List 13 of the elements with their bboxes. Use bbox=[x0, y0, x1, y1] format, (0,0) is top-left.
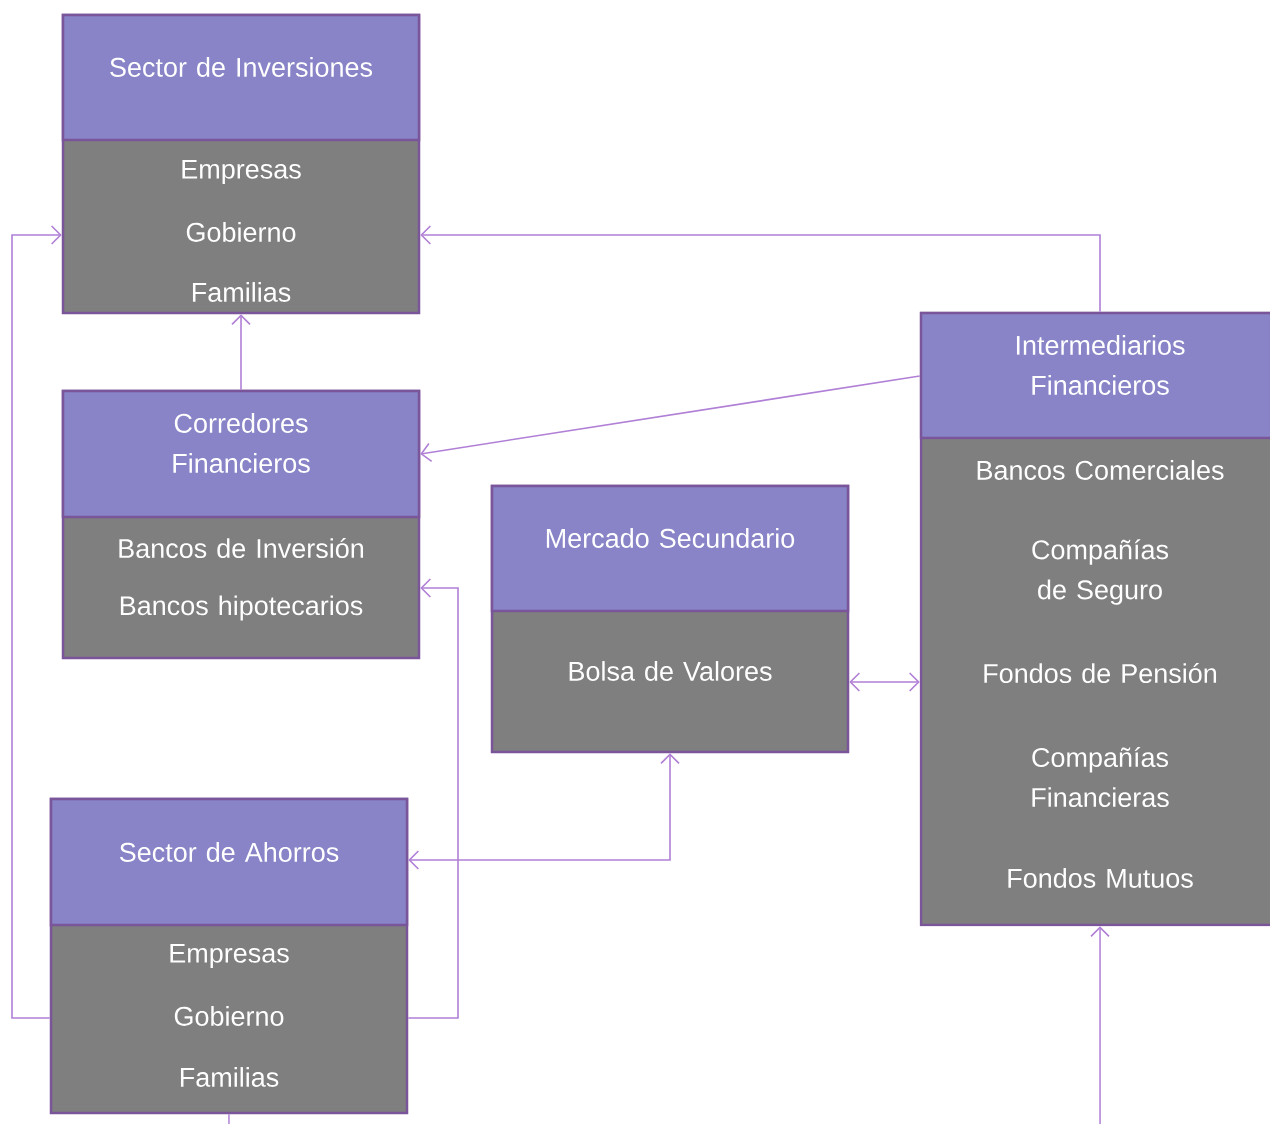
arrow bbox=[407, 578, 459, 1019]
category-box: Sector de Inversiones Empresas Gobierno Familias bbox=[61, 13, 421, 315]
category-box: Sector de Ahorros Empresas Gobierno Familias bbox=[49, 797, 409, 1115]
arrow bbox=[420, 225, 1101, 313]
arrow bbox=[231, 314, 251, 391]
category-box: Mercado Secundario Bolsa de Valores bbox=[490, 484, 850, 754]
category-box: Intermediarios Financieros Bancos Comerciales Compañías de Seguro Fondos de Pensión Compañías Financieras Fondos Mutuos bbox=[919, 311, 1270, 927]
category-box: Corredores Financieros Bancos de Inversión Bancos hipotecarios bbox=[61, 389, 421, 660]
arrow bbox=[849, 672, 920, 692]
arrow bbox=[420, 375, 921, 463]
arrow bbox=[1090, 926, 1110, 1124]
arrow bbox=[11, 225, 62, 1019]
arrow bbox=[408, 753, 680, 870]
